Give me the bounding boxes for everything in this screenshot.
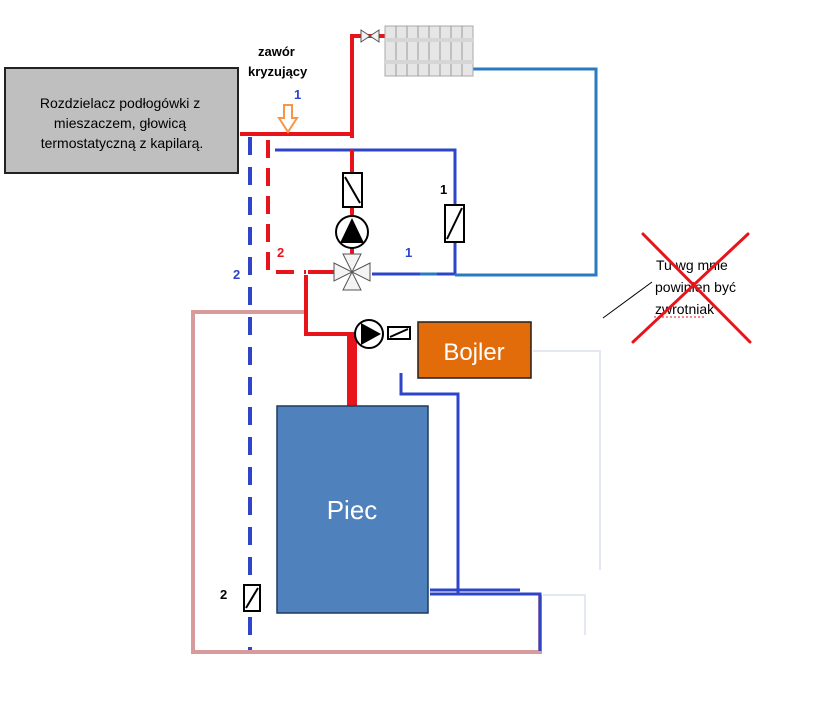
check-valve-right [444, 204, 465, 243]
red-cross-icon [631, 232, 752, 344]
boiler-label: Bojler [443, 339, 504, 366]
mixing-valve-icon [333, 253, 371, 291]
note-line3: zwrotniak [655, 301, 715, 317]
svg-text:Rozdzielacz podłogówki z m: Rozdzielacz podłogówki z mieszaczem, gło… [40, 95, 204, 151]
outline-lines [533, 350, 601, 635]
red-supply-dashed [266, 140, 306, 274]
manifold-label-line3: termostatyczną z kapilarą. [41, 135, 204, 151]
radiator [384, 25, 474, 77]
svg-text:zawór kryzujący: zawór kryzujący [248, 44, 308, 79]
check-valve-bottom [243, 584, 261, 612]
valve-arrow-icon [277, 104, 299, 134]
boiler-tank [417, 321, 532, 379]
marker-two-blue: 2 [233, 267, 240, 282]
check-valve-boiler [387, 326, 411, 340]
furnace-label: Piec [327, 495, 378, 525]
marker-two-red: 2 [277, 245, 284, 260]
manifold-label-line2: mieszaczem, głowicą [54, 115, 186, 131]
light-blue-return-pipe [420, 67, 598, 277]
radiator-valve [360, 29, 380, 43]
furnace [276, 405, 429, 614]
marker-one-top: 1 [294, 87, 301, 102]
marker-two-bottom: 2 [220, 587, 227, 602]
marker-one-mixer: 1 [405, 245, 412, 260]
manifold-box [4, 67, 239, 174]
red-supply-pipes [240, 34, 385, 336]
note-pointer-line [602, 281, 653, 319]
manifold-label-line1: Rozdzielacz podłogówki z [40, 95, 200, 111]
valve-label-line1: zawór [258, 44, 295, 59]
pump-boiler-icon [354, 319, 384, 349]
check-valve-top [342, 172, 363, 208]
pump-top-icon [335, 215, 369, 249]
valve-label-line2: kryzujący [248, 64, 308, 79]
marker-one-check: 1 [440, 182, 447, 197]
